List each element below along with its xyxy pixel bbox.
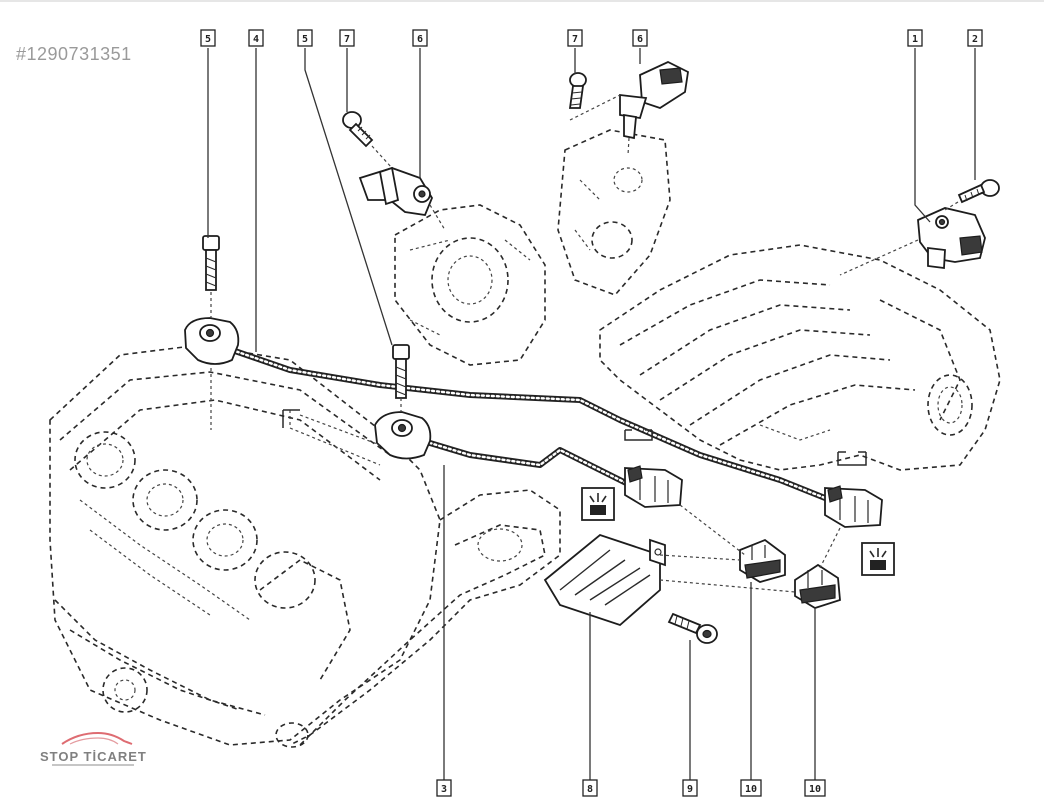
harness-bracket: [543, 533, 666, 627]
harness-connector-right: [824, 485, 883, 528]
watermark-logo: STOP TİCARET: [40, 731, 147, 766]
callout-4: 4: [248, 29, 264, 47]
knock-sensor-upper: [184, 317, 240, 365]
knock-sensor-harness-lower: [417, 437, 633, 488]
svg-text:6: 6: [637, 34, 643, 45]
harness-connector-left: [624, 465, 683, 508]
locator-bracket-marks: [282, 409, 867, 466]
watermark-brand: STOP TİCARET: [40, 749, 147, 764]
knock-sensor-bolt-upper: [202, 235, 220, 430]
sensor-mount-plate-outline: [557, 129, 671, 296]
callout-5-left: 5: [200, 29, 216, 47]
svg-text:4: 4: [253, 34, 259, 45]
car-silhouette-icon: [61, 731, 133, 745]
intake-manifold-outline: [599, 244, 1001, 471]
sensor-bolt-top: [568, 72, 621, 121]
callout-10-right: 10: [804, 779, 826, 797]
top-divider: [0, 0, 1044, 2]
bracket-bolt: [667, 612, 718, 644]
knock-sensor-lower: [374, 411, 432, 460]
svg-text:5: 5: [302, 34, 308, 45]
callout-6-left: 6: [412, 29, 428, 47]
callout-3: 3: [436, 779, 452, 797]
camshaft-sensor-top: [619, 61, 689, 156]
callout-8: 8: [582, 779, 598, 797]
coolant-pipe-outline: [275, 489, 561, 748]
callout-7-left: 7: [339, 29, 355, 47]
mating-connector-right: [794, 563, 841, 609]
callout-5-right: 5: [297, 29, 313, 47]
callout-1: 1: [907, 29, 923, 47]
sensor-bolt-manifold: [944, 179, 1000, 211]
torque-symbol-icon-right: [861, 542, 895, 576]
svg-text:10: 10: [809, 784, 821, 795]
image-id-label: #1290731351: [16, 44, 132, 64]
cam-housing-outline: [394, 204, 546, 366]
svg-text:8: 8: [587, 784, 593, 795]
svg-text:10: 10: [745, 784, 757, 795]
torque-symbol-icon-left: [581, 487, 615, 521]
callout-6-right: 6: [632, 29, 648, 47]
callout-leader-lines: [207, 48, 976, 780]
callout-2: 2: [967, 29, 983, 47]
knock-sensor-harness-upper: [229, 347, 833, 503]
svg-text:7: 7: [344, 34, 350, 45]
manifold-pressure-sensor: [839, 207, 986, 276]
sensor-bolt-left: [342, 111, 393, 169]
svg-text:3: 3: [441, 784, 447, 795]
svg-text:1: 1: [912, 34, 918, 45]
svg-text:9: 9: [687, 784, 693, 795]
camshaft-sensor-left: [358, 166, 446, 231]
engine-block-outline: [49, 344, 441, 746]
knock-sensor-bolt-lower: [392, 344, 410, 412]
svg-text:5: 5: [205, 34, 211, 45]
callout-10-left: 10: [740, 779, 762, 797]
callout-9: 9: [682, 779, 698, 797]
mating-connector-left: [739, 538, 786, 583]
svg-text:2: 2: [972, 34, 978, 45]
svg-text:7: 7: [572, 34, 578, 45]
svg-text:6: 6: [417, 34, 423, 45]
callout-7-right: 7: [567, 29, 583, 47]
assembly-guide-lines: [289, 410, 841, 593]
